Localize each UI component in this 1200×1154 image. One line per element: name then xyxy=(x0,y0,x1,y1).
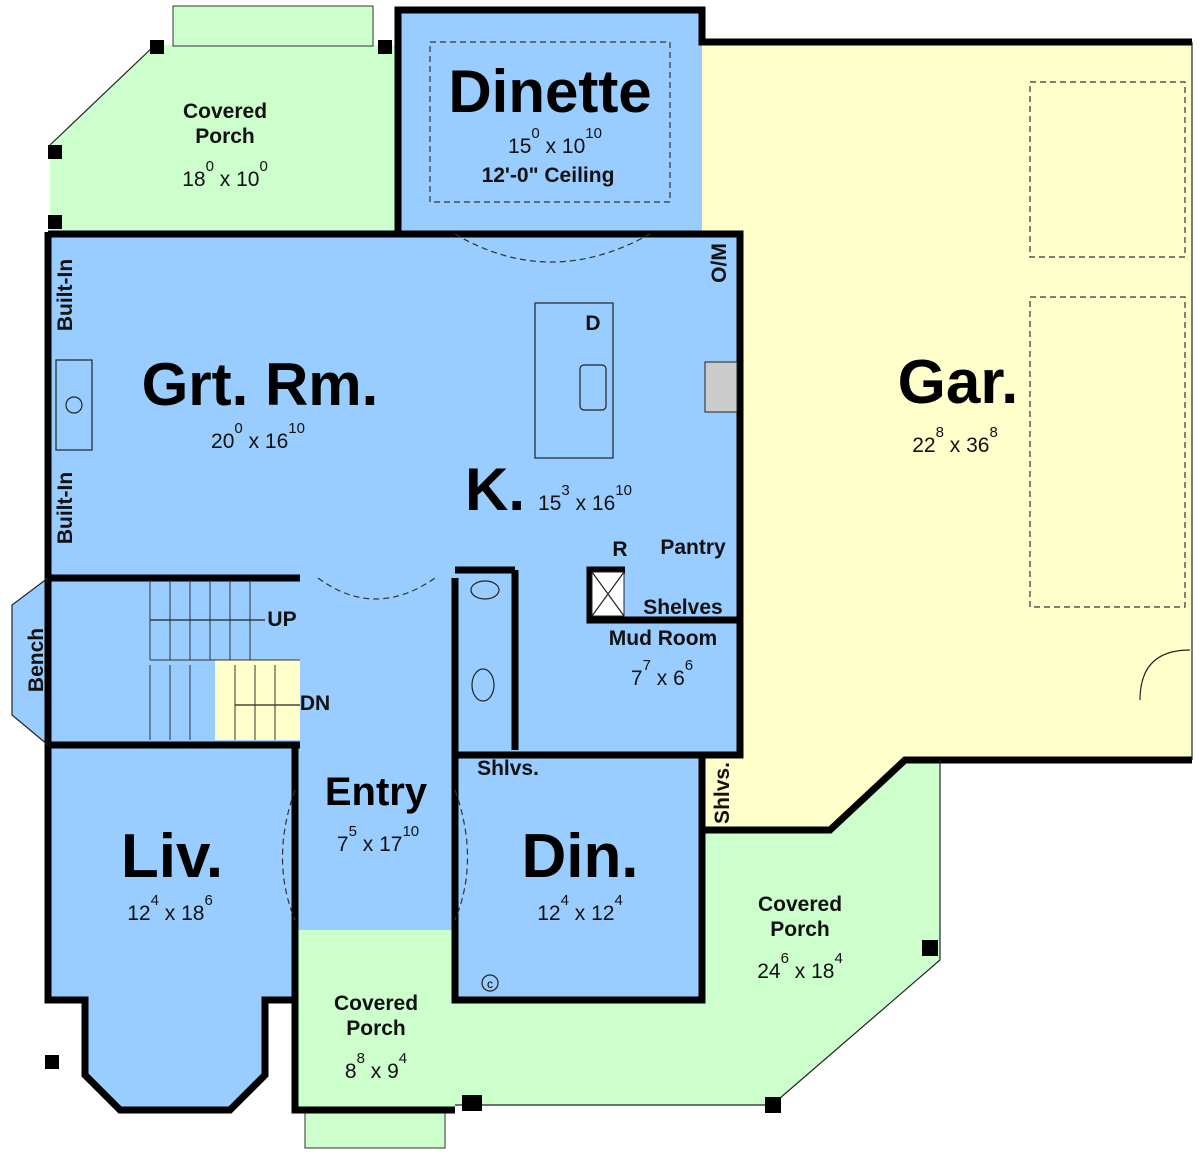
porch-nw-area xyxy=(50,45,398,232)
mud-room-dims: 77 x 66 xyxy=(631,657,693,690)
garage-dims: 228 x 368 xyxy=(912,424,998,457)
porch-front-label: Covered xyxy=(334,992,418,1015)
bench-label: Bench xyxy=(25,628,48,692)
refrigerator-label: R xyxy=(612,538,627,561)
entry-area xyxy=(295,578,455,930)
fireplace-icon xyxy=(65,396,83,414)
wall xyxy=(586,566,740,624)
stair-up-label: UP xyxy=(267,608,296,631)
wall xyxy=(451,578,706,1004)
porch-rail xyxy=(49,44,156,146)
chase-x xyxy=(591,571,625,617)
dinette-ceiling-outline xyxy=(429,41,671,203)
porch-se-dims: 246 x 184 xyxy=(757,950,843,983)
bench-bay xyxy=(12,578,48,745)
entry-label: Entry xyxy=(325,770,428,814)
dinette-dims: 150 x 1010 xyxy=(508,125,602,158)
entry-dims: 75 x 1710 xyxy=(337,823,419,856)
fireplace-icon xyxy=(55,359,93,451)
garage-label: Gar. xyxy=(898,348,1019,417)
porch-nw-dims: 180 x 100 xyxy=(182,158,268,191)
range-icon xyxy=(704,361,738,413)
porch-nw-label: Covered xyxy=(183,100,267,123)
mud-room-label: Mud Room xyxy=(609,627,717,650)
lavatory-icon xyxy=(470,580,500,600)
porch-front-area xyxy=(295,930,455,1108)
garage-bay xyxy=(1029,81,1186,258)
dining-dims: 124 x 124 xyxy=(537,892,623,925)
door-swing xyxy=(454,233,651,263)
shelves-short-label: Shlvs. xyxy=(477,757,539,780)
kitchen-island xyxy=(534,302,614,459)
living-area xyxy=(48,745,295,1110)
pantry-label: Pantry xyxy=(660,536,726,559)
living-label: Liv. xyxy=(121,822,223,891)
porch-front-label: Porch xyxy=(346,1017,406,1040)
dining-label: Din. xyxy=(521,822,638,891)
porch-se-area xyxy=(455,760,940,1105)
dinette-label: Dinette xyxy=(448,58,651,125)
porch-se-label: Covered xyxy=(758,893,842,916)
great-room-dims: 200 x 1610 xyxy=(211,420,305,453)
kitchen-label: K. xyxy=(465,456,525,523)
coat-closet-icon xyxy=(481,974,499,992)
wall xyxy=(702,756,1192,834)
dining-area xyxy=(455,755,702,1000)
dishwasher-label: D xyxy=(585,312,600,335)
shelves-short-label: Shlvs. xyxy=(711,762,734,824)
dinette-ceiling: 12'-0" Ceiling xyxy=(482,164,615,187)
oven-microwave-label: O/M xyxy=(708,243,731,283)
stair-down-area xyxy=(215,660,300,740)
coat-closet-label: c xyxy=(487,977,493,991)
kitchen-dims: 153 x 1610 xyxy=(538,482,632,515)
toilet-icon xyxy=(471,668,495,702)
porch-rail xyxy=(455,760,941,1106)
shelves-label: Shelves xyxy=(643,596,722,619)
porch-se-label: Porch xyxy=(770,918,830,941)
garage-area xyxy=(702,42,1192,830)
porch-front-step xyxy=(304,1107,446,1149)
built-in-label: Built-In xyxy=(54,259,77,331)
wall xyxy=(44,232,295,1114)
porch-nw-label: Porch xyxy=(195,125,255,148)
porch-posts xyxy=(45,40,938,1113)
stair-down-label: DN xyxy=(300,692,330,715)
great-room-label: Grt. Rm. xyxy=(142,351,379,418)
door-swing xyxy=(1139,649,1191,701)
stair-treads xyxy=(149,580,300,740)
porch-nw-step xyxy=(172,5,374,47)
bay-window xyxy=(11,577,49,746)
sink-icon xyxy=(579,364,607,411)
wall xyxy=(291,745,455,1114)
wall xyxy=(394,6,1192,232)
wall xyxy=(48,230,744,759)
door-swing xyxy=(317,577,436,600)
garage-bay xyxy=(1029,296,1186,608)
living-dims: 124 x 186 xyxy=(127,892,213,925)
porch-front-dims: 88 x 94 xyxy=(345,1050,407,1083)
dinette-area xyxy=(398,10,702,234)
built-in-label: Built-In xyxy=(54,472,77,544)
